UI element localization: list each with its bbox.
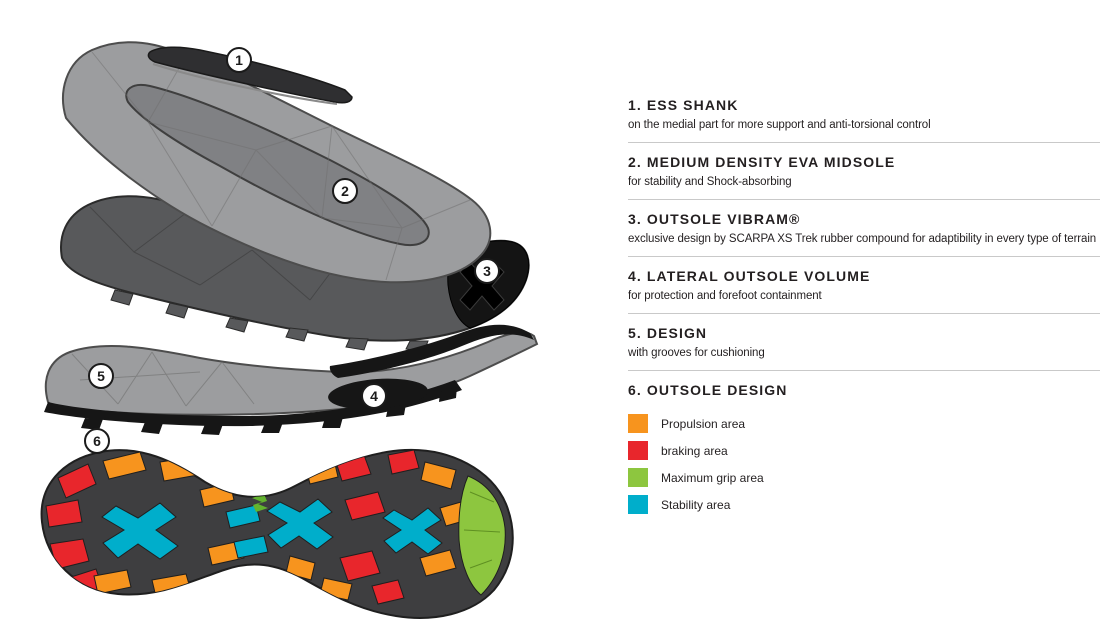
legend-section-title: 5. DESIGN bbox=[628, 325, 708, 341]
legend-section-title: 1. ESS SHANK bbox=[628, 97, 739, 113]
callout-1: 1 bbox=[226, 47, 252, 73]
callout-6: 6 bbox=[84, 428, 110, 454]
outsole-side-profile-piece bbox=[44, 324, 539, 435]
callout-2: 2 bbox=[332, 178, 358, 204]
legend-section-title: 3. OUTSOLE VIBRAM® bbox=[628, 211, 801, 227]
color-key-row-maximum-grip: Maximum grip area bbox=[628, 464, 1100, 491]
swatch-label: Maximum grip area bbox=[661, 470, 764, 485]
shoe-exploded-diagram bbox=[40, 41, 539, 619]
eva-midsole-piece bbox=[62, 41, 492, 284]
swatch-label: Stability area bbox=[661, 497, 731, 512]
color-key: Propulsion area braking area Maximum gri… bbox=[628, 410, 1100, 518]
maximum-grip-color-swatch bbox=[628, 468, 648, 487]
color-key-row-stability: Stability area bbox=[628, 491, 1100, 518]
callout-4: 4 bbox=[361, 383, 387, 409]
color-key-row-propulsion: Propulsion area bbox=[628, 410, 1100, 437]
legend-section-lateral-outsole-volume: 4. LATERAL OUTSOLE VOLUME for protection… bbox=[628, 268, 1100, 314]
legend-section-description: with grooves for cushioning bbox=[628, 347, 765, 359]
legend-section-title: 2. MEDIUM DENSITY EVA MIDSOLE bbox=[628, 154, 896, 170]
legend-panel: 1. ESS SHANK on the medial part for more… bbox=[628, 97, 1100, 528]
legend-section-ess-shank: 1. ESS SHANK on the medial part for more… bbox=[628, 97, 1100, 143]
legend-section-description: exclusive design by SCARPA XS Trek rubbe… bbox=[628, 233, 1097, 245]
ess-shank-piece bbox=[147, 46, 353, 105]
brand-logo-mark bbox=[252, 494, 268, 512]
legend-section-description: for stability and Shock-absorbing bbox=[628, 176, 792, 188]
legend-section-outsole-vibram: 3. OUTSOLE VIBRAM® exclusive design by S… bbox=[628, 211, 1100, 257]
legend-section-eva-midsole: 2. MEDIUM DENSITY EVA MIDSOLE for stabil… bbox=[628, 154, 1100, 200]
legend-section-outsole-design: 6. OUTSOLE DESIGN Propulsion area brakin… bbox=[628, 382, 1100, 528]
legend-section-title: 4. LATERAL OUTSOLE VOLUME bbox=[628, 268, 871, 284]
legend-section-design: 5. DESIGN with grooves for cushioning bbox=[628, 325, 1100, 371]
swatch-label: braking area bbox=[661, 443, 728, 458]
stability-area-lugs bbox=[101, 498, 443, 560]
propulsion-area-lugs bbox=[93, 451, 475, 601]
swatch-label: Propulsion area bbox=[661, 416, 746, 431]
color-key-row-braking: braking area bbox=[628, 437, 1100, 464]
legend-section-description: for protection and forefoot containment bbox=[628, 290, 822, 302]
propulsion-color-swatch bbox=[628, 414, 648, 433]
stability-color-swatch bbox=[628, 495, 648, 514]
legend-section-description: on the medial part for more support and … bbox=[628, 119, 931, 131]
callout-3: 3 bbox=[474, 258, 500, 284]
braking-color-swatch bbox=[628, 441, 648, 460]
legend-section-title: 6. OUTSOLE DESIGN bbox=[628, 382, 788, 398]
outsole-bottom-piece bbox=[40, 448, 514, 619]
maximum-grip-area-lugs bbox=[458, 475, 506, 596]
callout-5: 5 bbox=[88, 363, 114, 389]
